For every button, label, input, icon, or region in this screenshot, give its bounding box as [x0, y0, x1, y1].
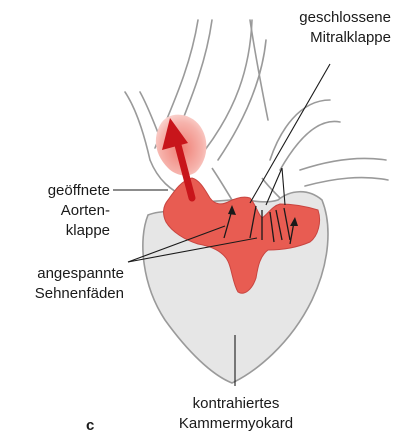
label-mitral-valve: geschlossene Mitralklappe	[283, 8, 391, 48]
label-chordae-line-2: Sehnenfäden	[0, 284, 124, 304]
label-chordae-line-1: angespannte	[0, 264, 124, 284]
label-aortic-valve-line-1: geöffnete	[0, 181, 110, 201]
panel-letter: c	[86, 416, 94, 436]
label-mitral-valve-line-1: geschlossene	[283, 8, 391, 28]
label-aortic-valve-line-3: klappe	[0, 221, 110, 241]
label-mitral-valve-line-2: Mitralklappe	[283, 28, 391, 48]
label-myocardium-line-1: kontrahiertes	[168, 394, 304, 414]
label-aortic-valve: geöffnete Aorten- klappe	[0, 181, 110, 241]
label-myocardium: kontrahiertes Kammermyokard	[168, 394, 304, 434]
label-chordae: angespannte Sehnenfäden	[0, 264, 124, 304]
label-myocardium-line-2: Kammermyokard	[168, 414, 304, 434]
label-aortic-valve-line-2: Aorten-	[0, 201, 110, 221]
